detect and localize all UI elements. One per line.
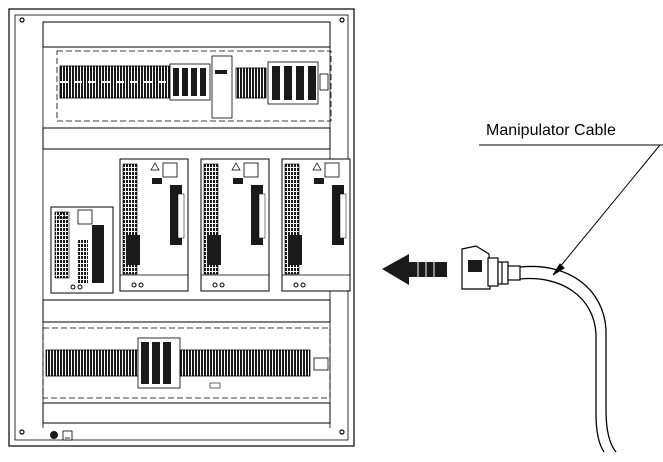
bottom-terminal-rail <box>42 327 331 399</box>
module-3 <box>200 158 270 292</box>
manipulator-cable <box>519 265 617 453</box>
top-terminal-rail <box>56 50 332 122</box>
cable-connector <box>461 245 521 290</box>
module-4 <box>281 158 351 292</box>
callout-leader <box>479 144 663 276</box>
ground-symbols <box>50 430 73 441</box>
module-2 <box>119 158 189 292</box>
callout-label: Manipulator Cable <box>486 122 616 139</box>
wire-ducts <box>42 21 331 424</box>
arrow-left-icon <box>382 254 447 285</box>
module-1 <box>50 206 114 294</box>
